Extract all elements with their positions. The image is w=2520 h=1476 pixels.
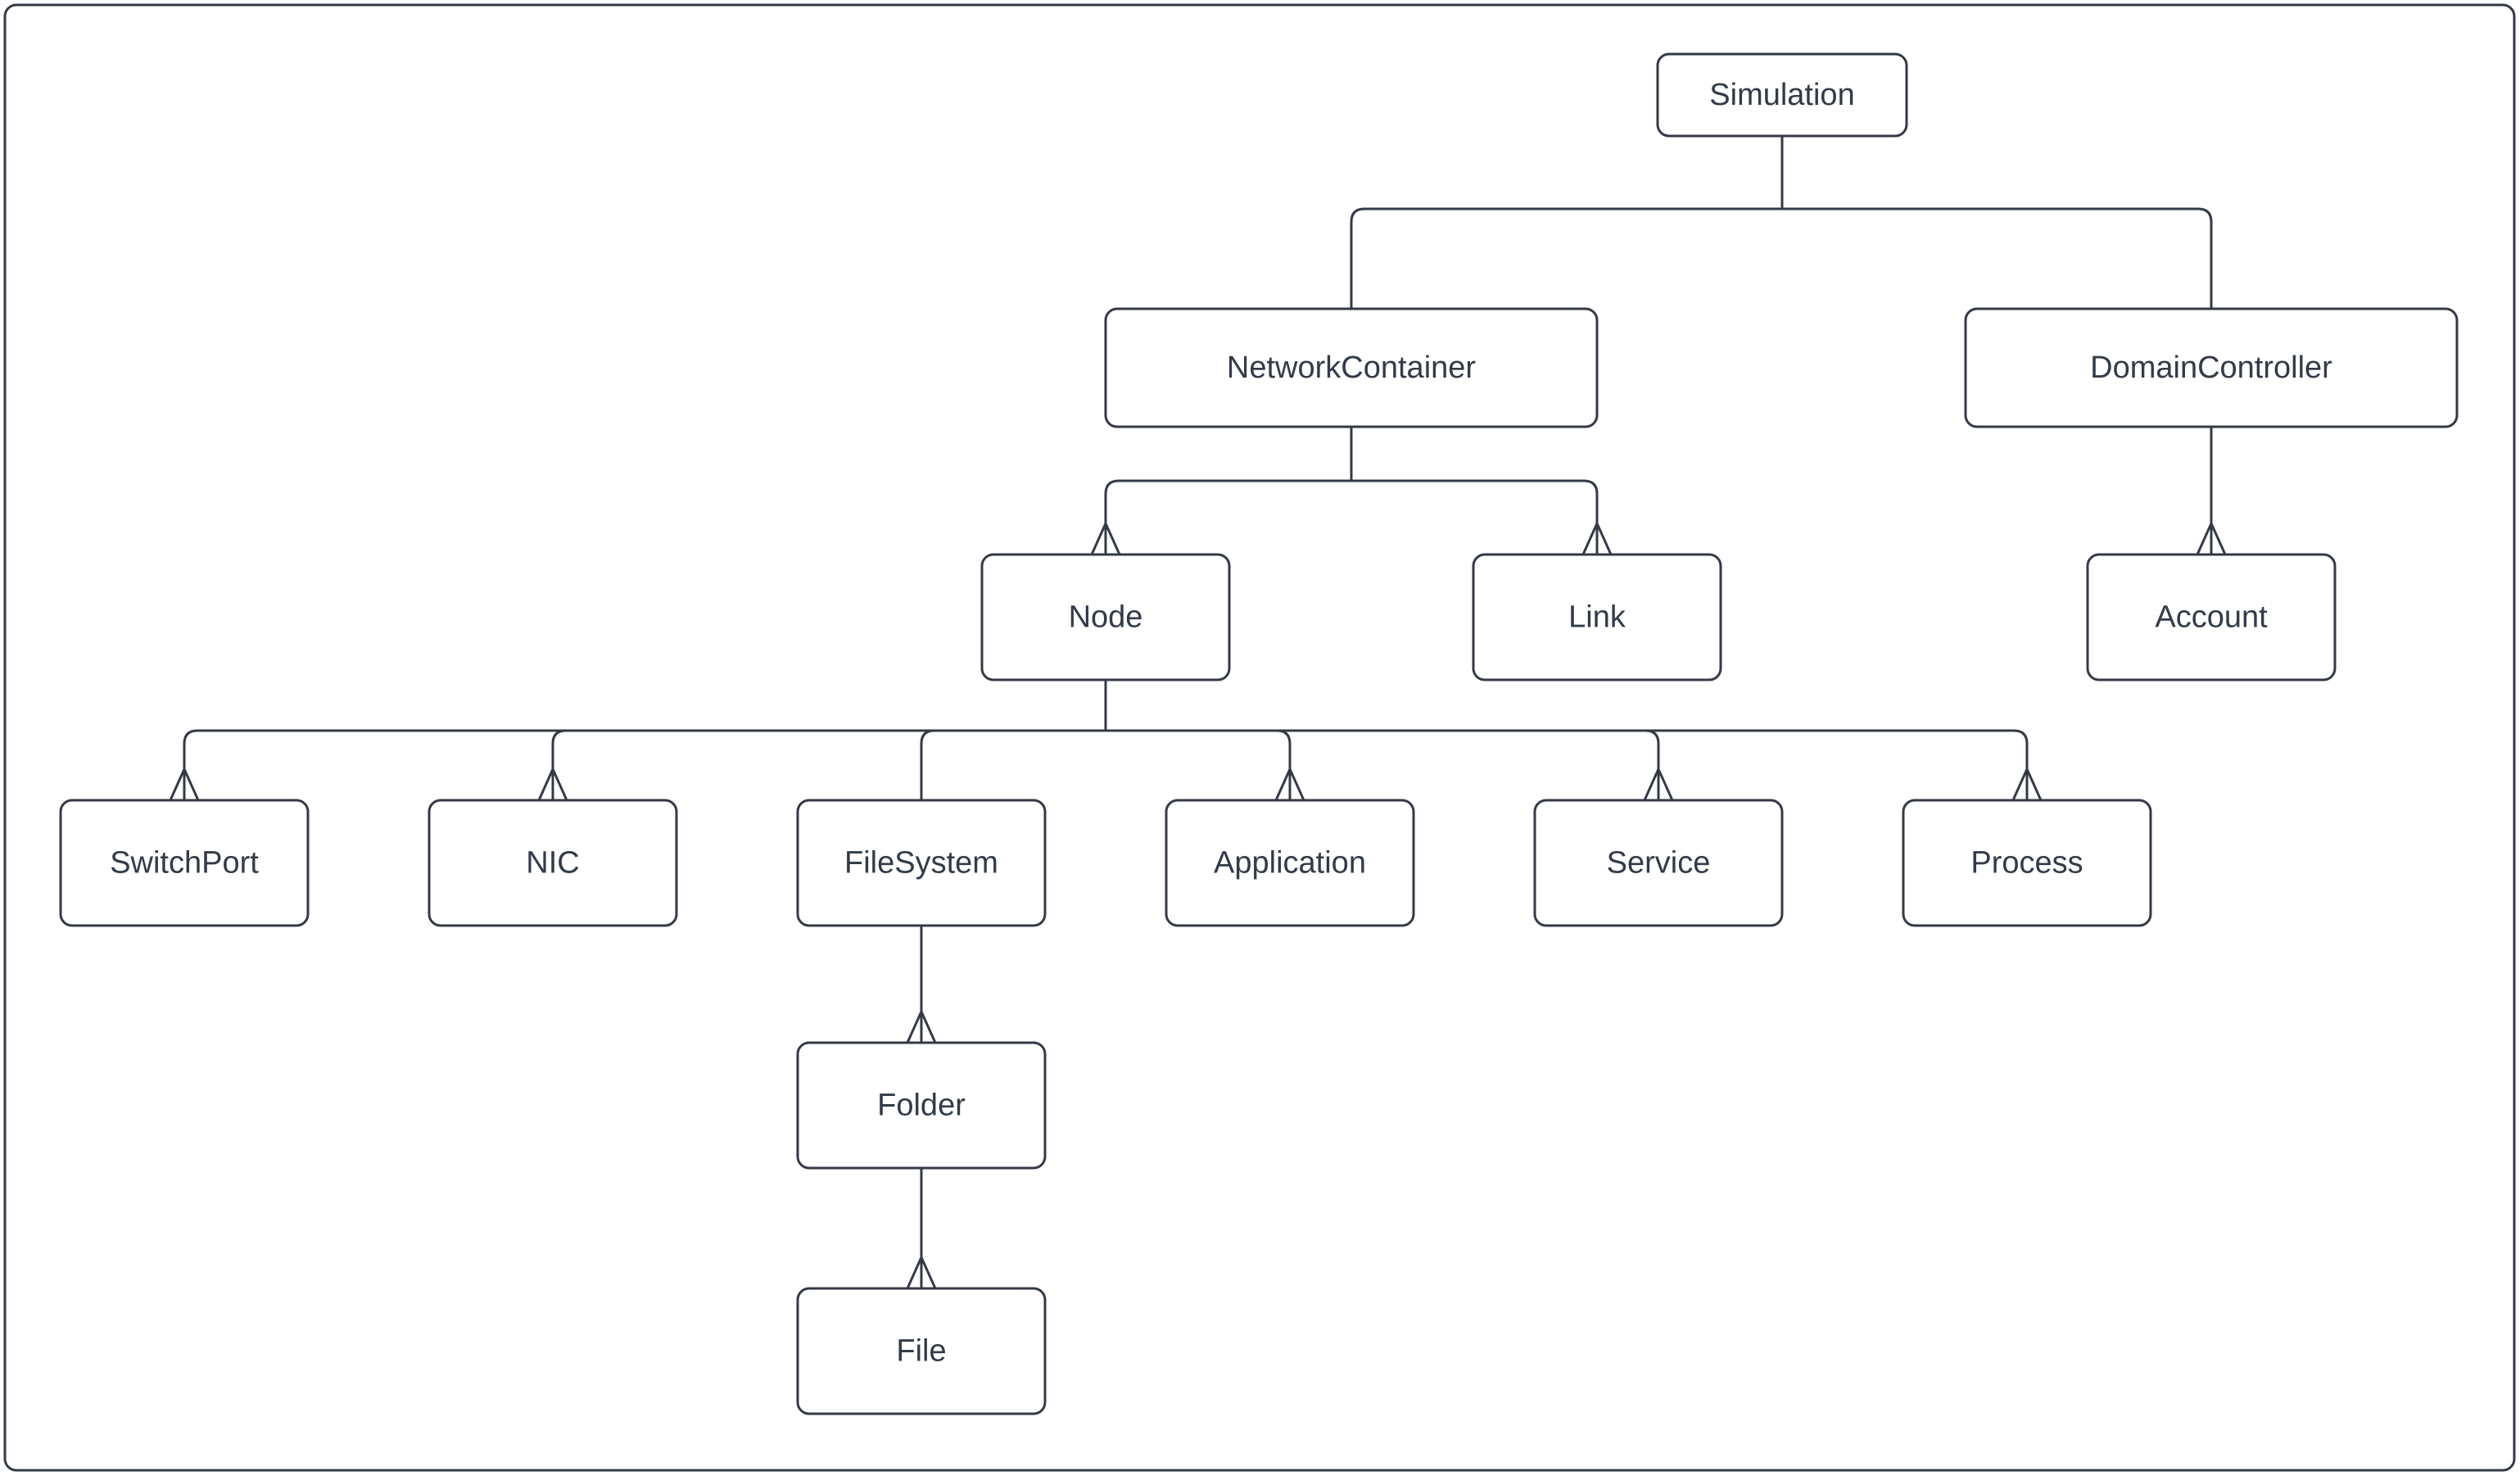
class-label-domaincontroller: DomainController <box>2090 351 2332 385</box>
edge-group-networkcontainer <box>1090 427 1613 555</box>
class-node-domaincontroller[interactable]: DomainController <box>1964 307 2459 428</box>
generalization-arrowhead-process <box>2011 766 2043 801</box>
generalization-arrowhead-nic <box>537 766 568 801</box>
class-label-file: File <box>896 1334 946 1369</box>
class-box-filesystem[interactable] <box>796 799 1047 927</box>
edge-group-domaincontroller <box>2196 427 2227 555</box>
class-box-simulation[interactable] <box>1656 52 1908 138</box>
edges-layer <box>169 136 2227 1289</box>
generalization-arrowhead-switchport <box>169 766 200 801</box>
generalization-arrowhead-link <box>1581 520 1613 555</box>
class-box-domaincontroller[interactable] <box>1964 307 2459 428</box>
class-node-application[interactable]: Application <box>1165 799 1415 927</box>
class-node-service[interactable]: Service <box>1533 799 1784 927</box>
class-label-folder: Folder <box>877 1089 966 1123</box>
edge-simulation-to-networkcontainer <box>1350 207 1782 309</box>
class-node-folder[interactable]: Folder <box>796 1041 1047 1170</box>
class-box-networkcontainer[interactable] <box>1104 307 1599 428</box>
edge-node-to-process <box>1106 729 2029 800</box>
class-label-simulation: Simulation <box>1709 78 1854 112</box>
edge-node-to-filesystem <box>920 729 1106 800</box>
class-node-node[interactable]: Node <box>980 553 1231 681</box>
canvas-frame <box>3 3 2516 1472</box>
class-node-nic[interactable]: NIC <box>428 799 678 927</box>
class-node-link[interactable]: Link <box>1472 553 1722 681</box>
class-node-filesystem[interactable]: FileSystem <box>796 799 1047 927</box>
class-box-account[interactable] <box>2086 553 2337 681</box>
class-label-service: Service <box>1607 846 1711 881</box>
class-node-process[interactable]: Process <box>1902 799 2152 927</box>
class-box-application[interactable] <box>1165 799 1415 927</box>
edge-group-folder <box>906 1168 937 1289</box>
class-node-networkcontainer[interactable]: NetworkContainer <box>1104 307 1599 428</box>
class-box-node[interactable] <box>980 553 1231 681</box>
class-node-account[interactable]: Account <box>2086 553 2337 681</box>
edge-simulation-to-domaincontroller <box>1782 207 2213 309</box>
generalization-arrowhead-application <box>1274 766 1305 801</box>
class-label-networkcontainer: NetworkContainer <box>1227 351 1476 385</box>
edge-networkcontainer-to-node <box>1104 479 1351 555</box>
generalization-arrowhead-service <box>1643 766 1674 801</box>
edge-group-simulation <box>1350 136 2213 309</box>
generalization-arrowhead-folder <box>906 1008 937 1044</box>
class-label-process: Process <box>1970 846 2083 881</box>
edge-group-filesystem <box>906 926 937 1044</box>
class-box-link[interactable] <box>1472 553 1722 681</box>
edge-networkcontainer-to-link <box>1351 479 1599 555</box>
class-label-nic: NIC <box>526 846 579 881</box>
edge-group-node <box>169 680 2043 801</box>
class-box-service[interactable] <box>1533 799 1784 927</box>
class-box-folder[interactable] <box>796 1041 1047 1170</box>
class-label-link: Link <box>1568 600 1626 635</box>
class-node-switchport[interactable]: SwitchPort <box>59 799 310 927</box>
class-label-node: Node <box>1069 600 1143 635</box>
edge-node-to-nic <box>551 729 1106 800</box>
class-label-switchport: SwitchPort <box>110 846 259 881</box>
class-label-account: Account <box>2155 600 2268 635</box>
class-label-application: Application <box>1214 846 1366 881</box>
class-box-process[interactable] <box>1902 799 2152 927</box>
generalization-arrowhead-file <box>906 1254 937 1289</box>
edge-node-to-switchport <box>183 729 1106 800</box>
class-node-file[interactable]: File <box>796 1287 1047 1415</box>
class-box-nic[interactable] <box>428 799 678 927</box>
generalization-arrowhead-node <box>1090 520 1121 555</box>
class-label-filesystem: FileSystem <box>844 846 998 881</box>
class-box-switchport[interactable] <box>59 799 310 927</box>
class-node-simulation[interactable]: Simulation <box>1656 52 1908 138</box>
class-box-file[interactable] <box>796 1287 1047 1415</box>
generalization-arrowhead-account <box>2196 520 2227 555</box>
